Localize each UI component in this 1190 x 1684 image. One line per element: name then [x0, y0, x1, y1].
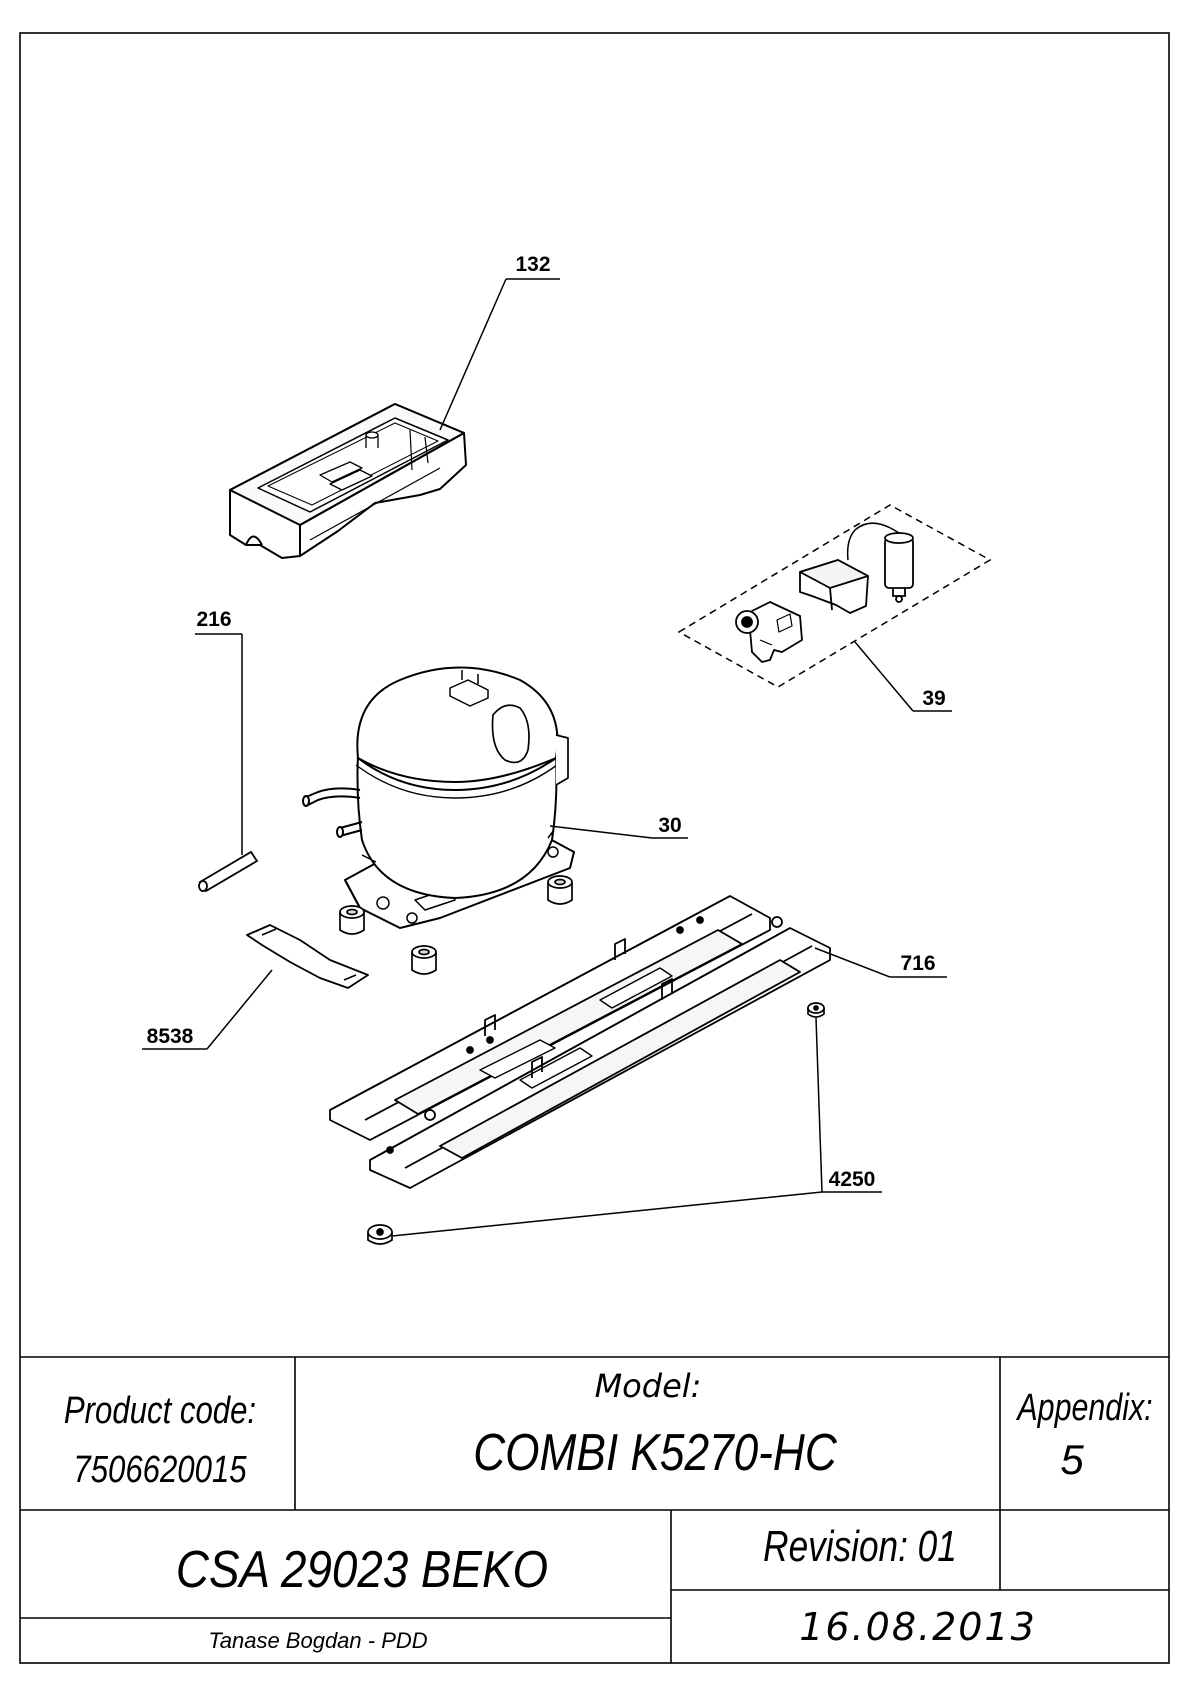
- part-8538-plate: [246, 924, 369, 989]
- appendix-label: Appendix:: [1016, 1387, 1153, 1429]
- rubber-grommets: [339, 875, 573, 975]
- nut: [367, 1224, 393, 1245]
- part-30-compressor: [302, 666, 575, 929]
- grommet: [411, 945, 437, 975]
- leader-lines: [142, 278, 952, 1237]
- callout-716: 716: [900, 952, 935, 975]
- revision: Revision: 01: [763, 1522, 957, 1571]
- drawing-date: 16.08.2013: [799, 1605, 1037, 1649]
- author: Tanase Bogdan - PDD: [208, 1628, 427, 1653]
- drawing-frame: [19, 32, 1170, 1664]
- callout-30: 30: [658, 814, 681, 837]
- part-39-electrical-kit: [677, 504, 992, 688]
- part-716-rails: [329, 895, 831, 1189]
- callout-39: 39: [922, 687, 945, 710]
- grommet: [339, 905, 365, 935]
- callout-8538: 8538: [147, 1025, 194, 1048]
- grommet: [547, 875, 573, 905]
- appendix-value: 5: [1060, 1436, 1084, 1483]
- nut: [807, 1002, 825, 1018]
- model-value: COMBI K5270-HC: [473, 1424, 838, 1482]
- product-code-label: Product code:: [64, 1390, 256, 1432]
- model-label: Model:: [595, 1367, 702, 1405]
- callout-4250: 4250: [829, 1168, 876, 1191]
- drawing-name: CSA 29023 BEKO: [176, 1541, 548, 1598]
- title-block: [20, 1356, 1169, 1663]
- callout-132: 132: [515, 253, 550, 276]
- part-216-pin: [198, 850, 259, 893]
- part-4250-nuts: [367, 1002, 825, 1245]
- product-code-value: 7506620015: [73, 1449, 247, 1491]
- callout-216: 216: [196, 608, 231, 631]
- part-132-tray: [229, 403, 467, 559]
